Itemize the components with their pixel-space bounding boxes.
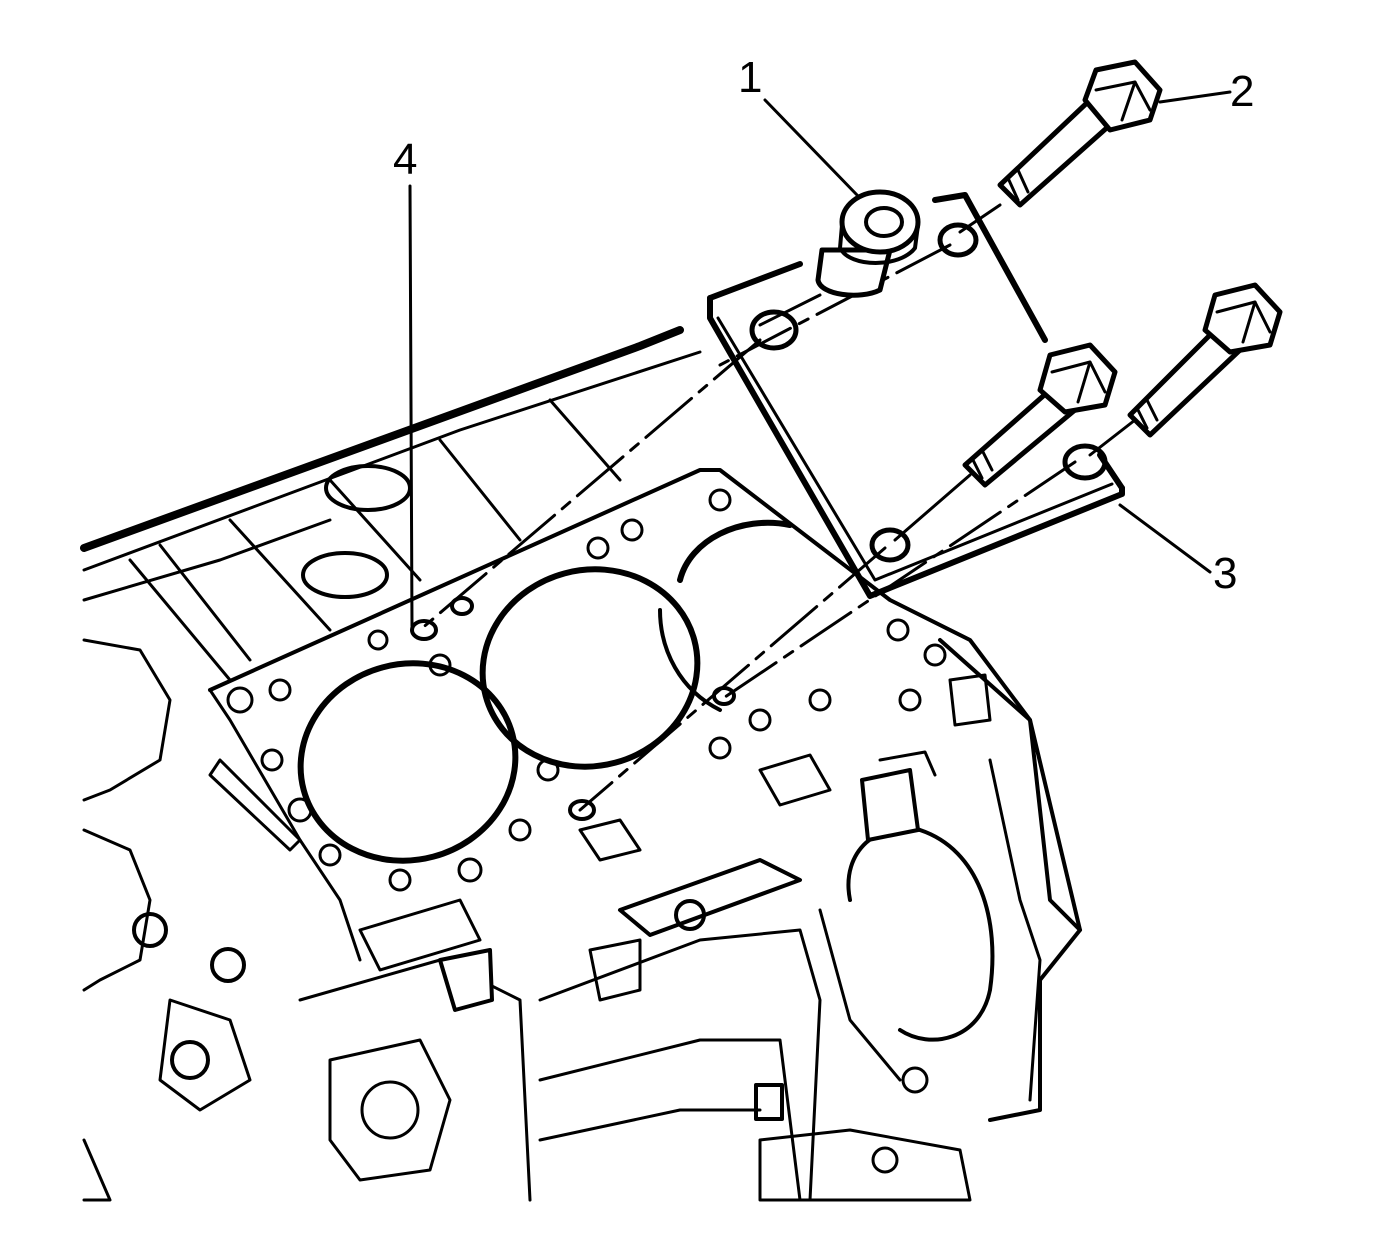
leader-lines <box>408 90 1232 628</box>
alignment-lines <box>418 203 1137 812</box>
bolt-middle <box>962 342 1118 488</box>
callout-1: 1 <box>738 53 763 102</box>
bolt-right <box>1127 282 1283 438</box>
callout-3: 3 <box>1213 549 1238 598</box>
callout-2: 2 <box>1230 67 1255 116</box>
dowel-sleeve <box>815 189 921 298</box>
callout-4: 4 <box>393 135 418 184</box>
bolt-upper <box>997 59 1163 208</box>
